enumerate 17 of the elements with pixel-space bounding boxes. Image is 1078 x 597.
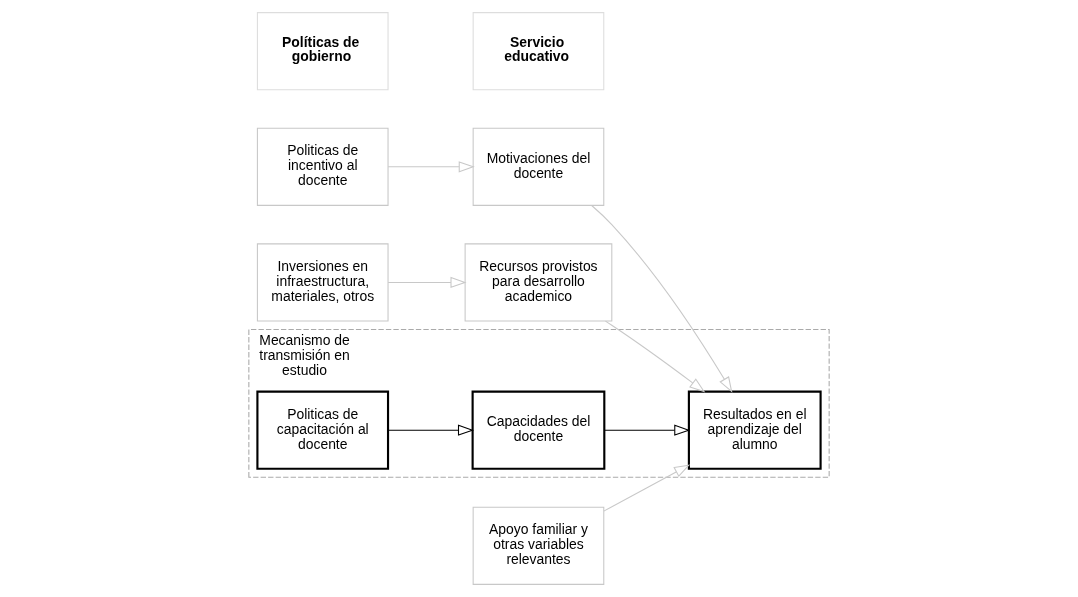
arrow bbox=[603, 464, 691, 512]
node-box: Politicas de capacitación al docente bbox=[256, 390, 390, 470]
arrow bbox=[387, 276, 467, 289]
node-box: Politicas de incentivo al docente bbox=[256, 127, 389, 206]
arrow bbox=[603, 424, 691, 436]
arrow bbox=[387, 424, 475, 436]
node-box: Resultados en el aprendizaje del alumno bbox=[687, 390, 822, 470]
arrow bbox=[591, 204, 733, 393]
node-box: Apoyo familiar y otras variables relevantes bbox=[472, 506, 605, 585]
node-box: Capacidades del docente bbox=[471, 390, 606, 470]
node-box: Servicio educativo bbox=[472, 12, 605, 91]
arrow bbox=[604, 320, 706, 393]
node-box: Inversiones en infraestructura, materiales, otros bbox=[256, 243, 389, 322]
node-box: Recursos provistos para desarrollo academico bbox=[464, 243, 613, 322]
node-box: Políticas de gobierno bbox=[256, 12, 389, 91]
arrow bbox=[387, 161, 475, 173]
node-box: Motivaciones del docente bbox=[472, 127, 605, 206]
